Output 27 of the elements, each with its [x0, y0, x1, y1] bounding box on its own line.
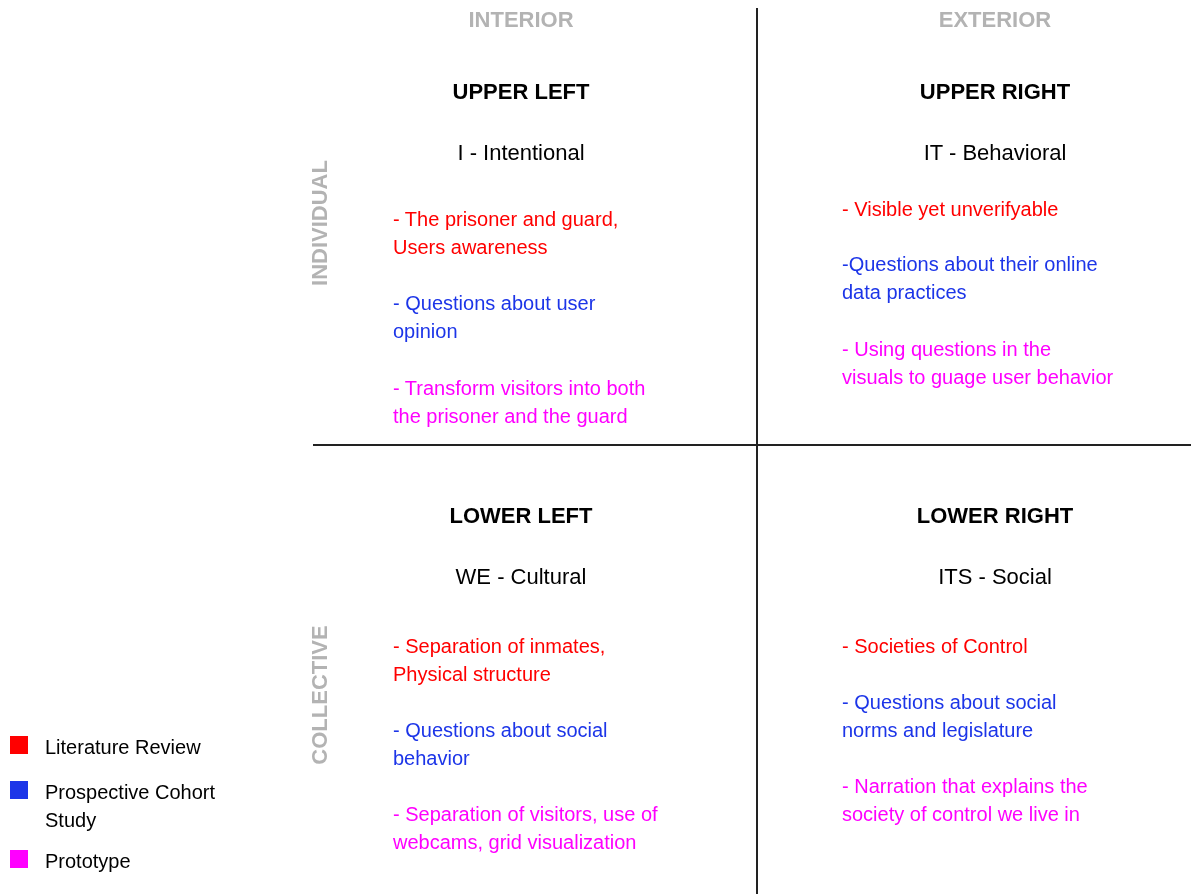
quadrant-item: - Societies of Control [842, 634, 1029, 659]
quadrant-item: - Separation of visitors, use of webcams, grid visualization [393, 802, 659, 855]
quadrant-item: - Questions about user opinion [393, 291, 597, 344]
quadrant-heading: LOWER RIGHT [916, 503, 1074, 529]
quadrant-subtitle: IT - Behavioral [923, 140, 1067, 166]
quadrant-subtitle: ITS - Social [938, 564, 1052, 590]
quadrant-heading: UPPER LEFT [452, 79, 590, 105]
quadrant-item: -Questions about their online data practices [842, 252, 1099, 305]
axis-label: COLLECTIVE [307, 625, 333, 765]
legend-label: Prospective Cohort Study [45, 780, 217, 833]
quadrant-item: - Questions about social behavior [393, 718, 609, 771]
axis-label: EXTERIOR [938, 7, 1052, 33]
quadrant-item: - Transform visitors into both the prisoner and the guard [393, 376, 647, 429]
quadrant-item: - Questions about social norms and legislature [842, 690, 1058, 743]
axis-label: INDIVIDUAL [307, 160, 333, 286]
quadrant-heading: LOWER LEFT [449, 503, 593, 529]
quadrant-subtitle: WE - Cultural [455, 564, 587, 590]
quadrant-item: - Visible yet unverifyable [842, 197, 1060, 222]
axis-label: INTERIOR [468, 7, 574, 33]
quadrant-item: - Using questions in the visuals to guage user behavior [842, 337, 1115, 390]
quadrant-subtitle: I - Intentional [457, 140, 585, 166]
quadrant-item: - Separation of inmates, Physical structure [393, 634, 607, 687]
legend-label: Literature Review [45, 735, 201, 760]
quadrant-heading: UPPER RIGHT [919, 79, 1071, 105]
legend-label: Prototype [45, 849, 131, 874]
quadrant-item: - The prisoner and guard, Users awareness [393, 207, 620, 260]
quadrant-item: - Narration that explains the society of control we live in [842, 774, 1089, 827]
